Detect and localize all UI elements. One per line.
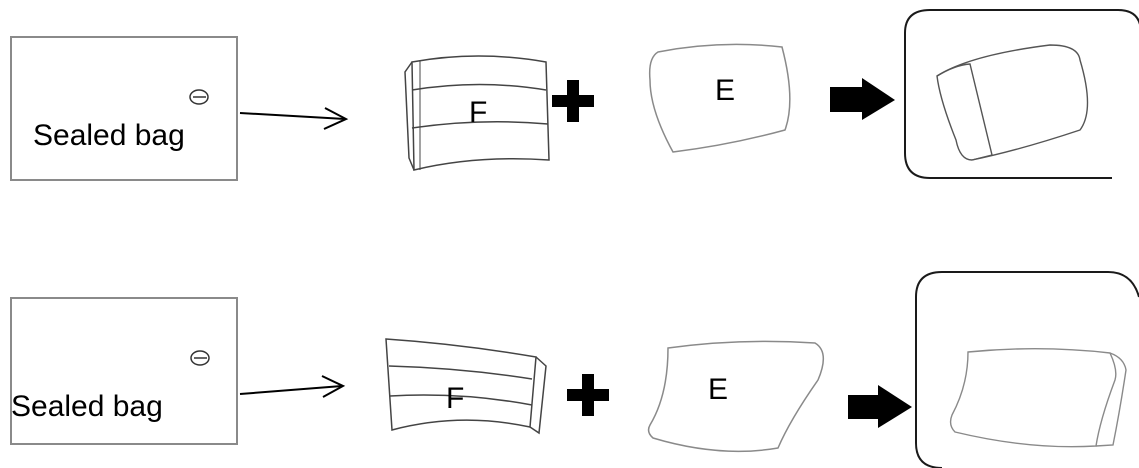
part-e-label: E — [715, 74, 735, 107]
sealed-bag-box — [11, 37, 237, 180]
part-e-label: E — [708, 373, 728, 406]
plus-icon — [567, 374, 609, 416]
part-e-outline — [649, 341, 824, 451]
part-f — [386, 339, 546, 433]
part-f-label: F — [446, 382, 464, 415]
arrow-right-icon — [240, 376, 343, 397]
part-f-label: F — [469, 96, 487, 129]
arrow-right-icon — [240, 108, 346, 129]
row-2: Sealed bag F E — [11, 272, 1139, 468]
bag-label: Sealed bag — [33, 119, 185, 152]
result-assembly — [951, 349, 1126, 447]
block-arrow-icon — [830, 78, 895, 120]
row-1: Sealed bag F E — [11, 10, 1139, 180]
block-arrow-icon — [848, 385, 912, 428]
plus-icon — [552, 80, 594, 122]
result-assembly — [937, 45, 1088, 160]
bag-label: Sealed bag — [11, 390, 163, 423]
